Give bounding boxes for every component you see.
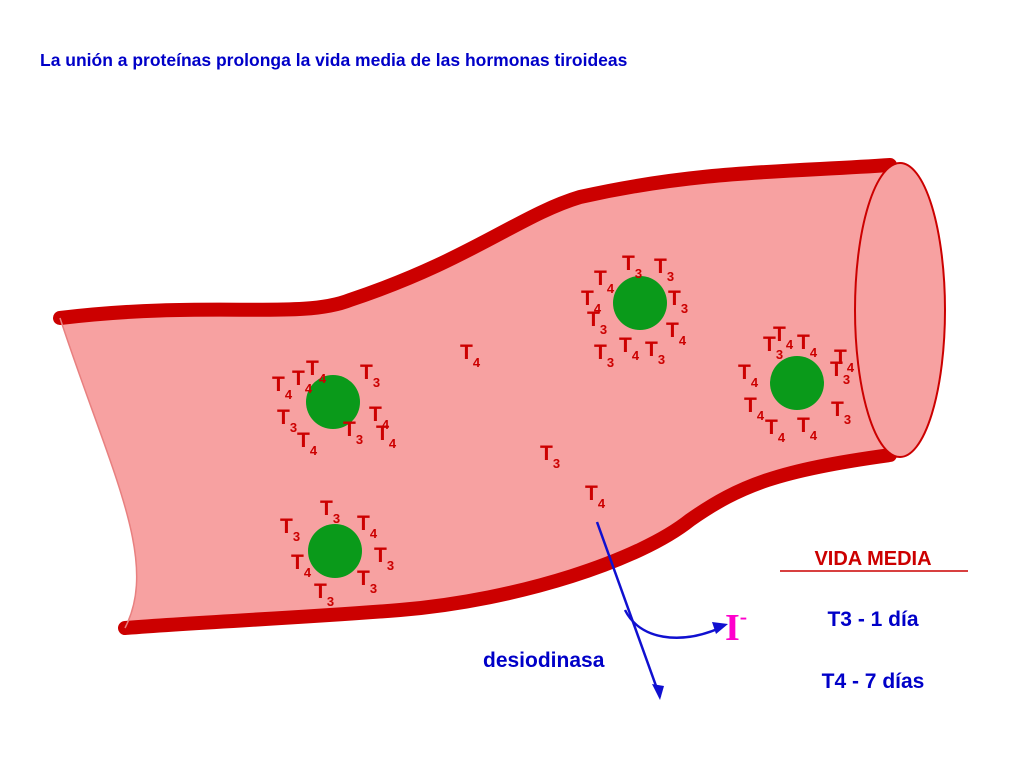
t4-hormone-label: T4: [291, 551, 312, 580]
t4-hormone-label: T4: [292, 367, 313, 396]
binding-protein-icon: [306, 375, 360, 429]
t4-hormone-label: T4: [369, 403, 390, 432]
vessel-lumen: [60, 165, 890, 628]
binding-protein-icon: [613, 276, 667, 330]
vessel-opening: [854, 162, 946, 458]
t3-hormone-label: T3: [622, 252, 642, 281]
t4-hormone-label: T4: [272, 373, 293, 402]
iodide-release-arrow: [623, 609, 721, 639]
t3-hormone-label: T3: [830, 358, 850, 387]
t3-hormone-label: T3: [587, 308, 607, 337]
t3-hormone-label: T3: [277, 406, 297, 435]
t4-hormone-label: T4: [744, 394, 765, 423]
t3-hormone-label: T3: [763, 333, 783, 362]
t4-hormone-label: T4: [594, 267, 615, 296]
t3-hormone-label: T3: [343, 418, 363, 447]
t3-hormone-label: T3: [374, 544, 394, 573]
vessel-wall-top: [53, 158, 897, 325]
t4-hormone-label: T4: [797, 331, 818, 360]
t3-hormone-label: T3: [668, 287, 688, 316]
t4-hormone-label: T4: [797, 414, 818, 443]
t4-hormone-label: T4: [765, 416, 786, 445]
half-life-t4: T4 - 7 días: [822, 670, 925, 693]
t3-hormone-label: T3: [654, 255, 674, 284]
t4-hormone-label: T4: [297, 429, 318, 458]
iodide-symbol: I-: [725, 604, 747, 649]
desiodinase-label: desiodinasa: [483, 649, 605, 672]
t4-hormone-label: T4: [834, 346, 855, 375]
t4-hormone-label: T4: [738, 361, 759, 390]
t3-hormone-label: T3: [645, 338, 665, 367]
vessel-left-edge: [59, 317, 138, 629]
t4-hormone-label: T4: [581, 287, 602, 316]
t4-hormone-label: T4: [666, 319, 687, 348]
half-life-heading: VIDA MEDIA: [814, 548, 931, 570]
page-title: La unión a proteínas prolonga la vida me…: [40, 50, 628, 70]
half-life-t3: T3 - 1 día: [827, 608, 918, 631]
t3-hormone-label: T3: [831, 398, 851, 427]
t4-hormone-label: T4: [376, 422, 397, 451]
t4-hormone-label: T4: [585, 482, 606, 511]
iodide-arrowhead-icon: [712, 622, 728, 634]
t4-hormone-label: T4: [619, 334, 640, 363]
t3-hormone-label: T3: [594, 341, 614, 370]
t3-hormone-label: T3: [540, 442, 560, 471]
binding-protein-icon: [770, 356, 824, 410]
binding-protein-icon: [308, 524, 362, 578]
t4-hormone-label: T4: [306, 357, 327, 386]
t3-hormone-label: T3: [360, 361, 380, 390]
t3-hormone-label: T3: [357, 567, 377, 596]
t4-hormone-label: T4: [773, 323, 794, 352]
t3-hormone-label: T3: [320, 497, 340, 526]
desiodinase-arrow: [595, 521, 662, 698]
t3-hormone-label: T3: [280, 515, 300, 544]
t3-hormone-label: T3: [314, 580, 334, 609]
t4-hormone-label: T4: [460, 341, 481, 370]
desiodinase-arrowhead-icon: [652, 684, 664, 700]
vessel-wall-bottom: [118, 448, 897, 635]
t4-hormone-label: T4: [357, 512, 378, 541]
